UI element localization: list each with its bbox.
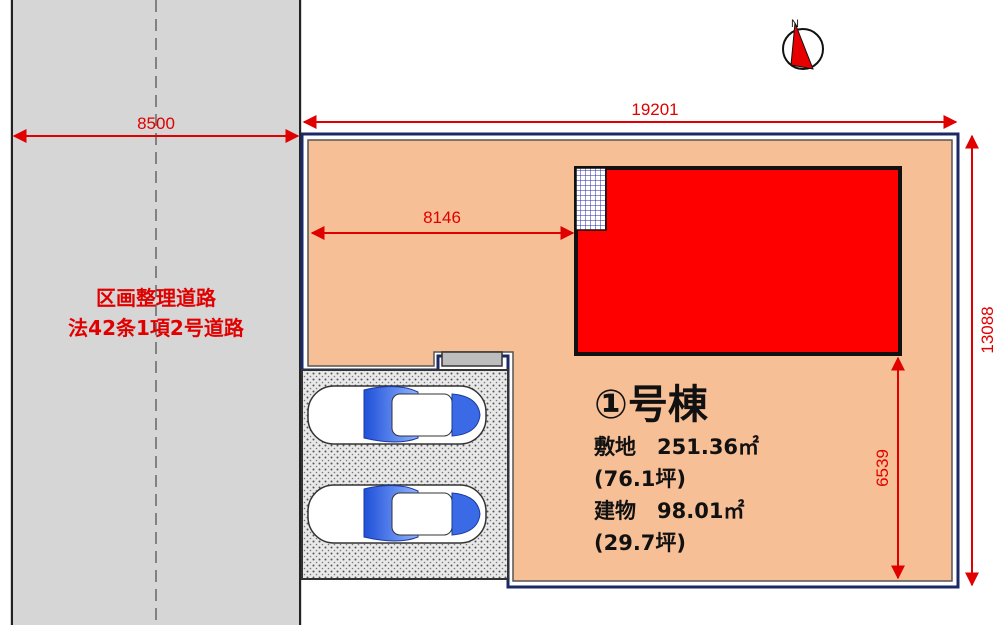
dim-setback: 8146: [423, 208, 461, 227]
dim-rear-distance: 6539: [873, 449, 892, 487]
road: 区画整理道路 法42条1項2号道路: [10, 0, 302, 625]
compass-icon: N: [782, 18, 824, 70]
site-area: 敷地 251.36㎡: [594, 435, 759, 459]
parking-area: [301, 351, 509, 580]
dimension-lines: 8500 19201 8146 13088 6539: [12, 100, 997, 587]
building-footprint: [574, 166, 902, 356]
car-icon: [307, 385, 487, 445]
car-icon: [307, 484, 487, 544]
house-info: ①号棟 敷地 251.36㎡ (76.1坪) 建物 98.01㎡ (29.7坪): [594, 382, 759, 555]
house-title: ①号棟: [594, 382, 709, 428]
dim-lot-width: 19201: [631, 100, 678, 119]
compass-north-label: N: [791, 18, 799, 30]
site-tsubo: (76.1坪): [594, 467, 686, 491]
building-entrance: [575, 167, 607, 231]
road-label-line1: 区画整理道路: [96, 286, 217, 310]
road-label-line2: 法42条1項2号道路: [68, 316, 245, 340]
dim-lot-depth: 13088: [978, 306, 997, 353]
building-area: 建物 98.01㎡: [594, 499, 744, 523]
dim-road-width: 8500: [137, 114, 175, 133]
building-tsubo: (29.7坪): [594, 531, 686, 555]
parking-step: [441, 351, 503, 367]
